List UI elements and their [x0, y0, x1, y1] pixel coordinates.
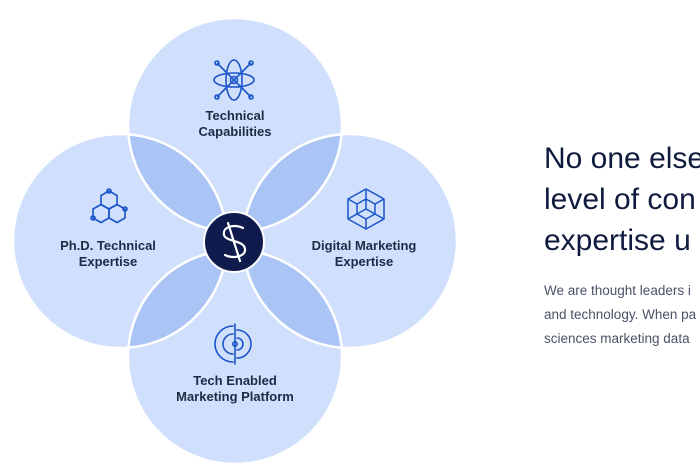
- body-line-1: We are thought leaders i: [544, 283, 691, 298]
- headline-line-2: level of con: [544, 183, 696, 216]
- body-line-3: sciences marketing data: [544, 331, 690, 346]
- overlap-bottom-left: [128, 250, 228, 349]
- target-signal-icon: [214, 323, 252, 365]
- cube-network-icon: [347, 188, 385, 230]
- body-line-2: and technology. When pa: [544, 307, 697, 322]
- venn-diagram: [11, 16, 459, 466]
- overlap-top-right: [242, 133, 342, 232]
- headline-line-3: expertise u: [544, 224, 691, 257]
- body-paragraph: We are thought leaders i and technology.…: [544, 279, 696, 351]
- overlap-bottom-right: [242, 250, 342, 349]
- headline: No one else level of con expertise u: [544, 138, 700, 261]
- hexagon-molecule-icon: [90, 188, 128, 224]
- overlap-top-left: [128, 133, 228, 232]
- headline-line-1: No one else: [544, 142, 700, 175]
- brand-logo-icon: [203, 211, 265, 273]
- atom-icon: [213, 59, 255, 101]
